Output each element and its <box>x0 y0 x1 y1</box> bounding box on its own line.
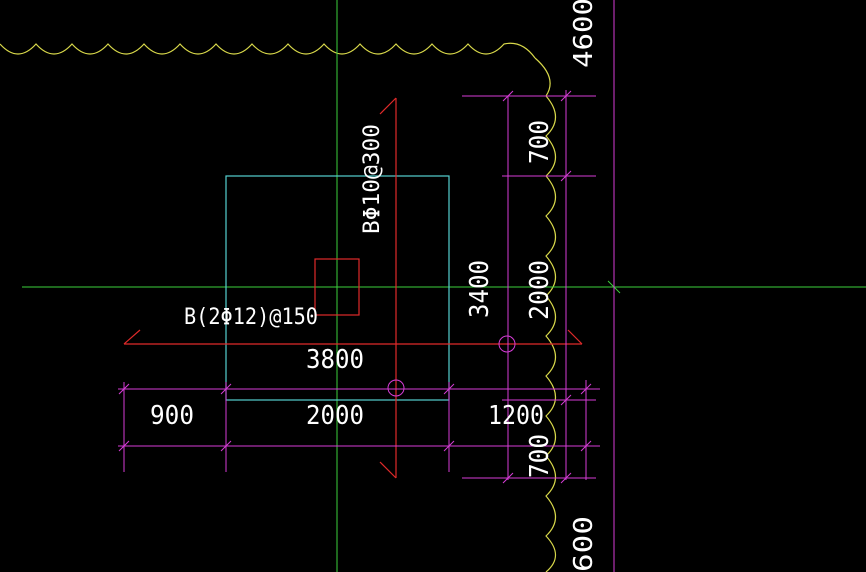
dimension-2000-vertical: 2000 <box>525 260 555 320</box>
dimension-700-top: 700 <box>525 120 555 164</box>
annotation-text: BΦ10@300 B(2Φ12)@150 3800 900 2000 1200 … <box>150 0 599 572</box>
dimension-3400: 3400 <box>465 260 495 318</box>
dimension-4600: 4600 <box>569 0 599 68</box>
dim-tick <box>443 440 455 452</box>
dim-tick <box>502 472 514 484</box>
dim-tick <box>443 383 455 395</box>
revision-cloud <box>0 42 557 572</box>
grid-axes <box>22 0 866 572</box>
dimension-marker-circle <box>387 379 405 397</box>
dim-tick <box>502 90 514 102</box>
revision-cloud-right <box>534 57 557 572</box>
dimension-900: 900 <box>150 401 194 431</box>
rebar-label-horizontal: B(2Φ12)@150 <box>184 305 318 330</box>
rebar-label-vertical: BΦ10@300 <box>360 124 385 234</box>
dim-tick <box>220 383 232 395</box>
dimension-700-bottom: 700 <box>525 434 555 478</box>
dimension-2000-horizontal: 2000 <box>306 401 364 431</box>
dimension-marker-circle <box>498 335 516 353</box>
dimension-1200: 1200 <box>488 401 544 431</box>
rebar-hook-top <box>379 97 397 115</box>
dim-tick <box>118 440 130 452</box>
rebar-hook-right <box>567 329 583 345</box>
dimension-lines <box>118 0 615 572</box>
rebar-group <box>123 97 583 479</box>
revision-cloud-top <box>0 42 536 59</box>
dim-tick <box>560 90 572 102</box>
dim-tick <box>220 440 232 452</box>
column-outline <box>225 175 450 401</box>
rebar-hook-left <box>123 329 141 345</box>
column-section <box>314 258 360 316</box>
dim-tick <box>560 170 572 182</box>
dimension-3800: 3800 <box>306 345 364 375</box>
dimension-600: 600 <box>569 516 599 572</box>
dim-tick <box>560 472 572 484</box>
rebar-hook-bottom <box>379 461 397 479</box>
dim-tick <box>560 394 572 406</box>
dim-tick <box>118 383 130 395</box>
